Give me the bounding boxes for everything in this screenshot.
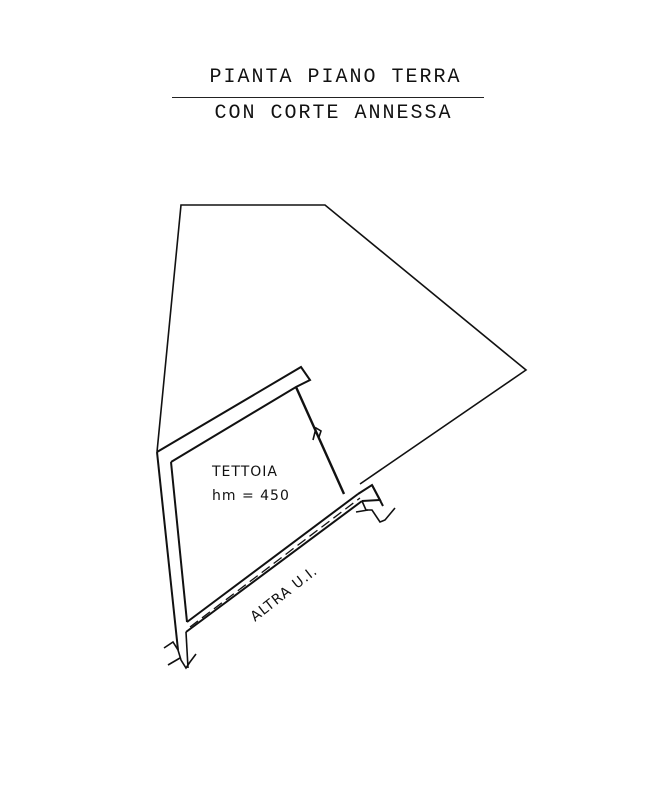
plan-title-line2: CON CORTE ANNESSA [214, 102, 453, 125]
courtyard-boundary [156, 204, 528, 485]
room-height-label: hm = 450 [212, 488, 290, 504]
title-separator-line [172, 97, 484, 98]
break-mark-left [163, 640, 197, 670]
wall-bottom-inner [186, 493, 359, 623]
wall-left-outer [156, 451, 179, 651]
wall-top [156, 365, 312, 463]
plan-title-line1: PIANTA PIANO TERRA [209, 66, 462, 89]
direction-tick-icon [312, 426, 322, 441]
wall-bottom-dashed [189, 497, 361, 628]
break-mark-right [361, 500, 396, 523]
tettoia-open-side [294, 386, 346, 495]
adjacent-unit-label: ALTRA U.I. [248, 563, 321, 625]
wall-bottom-outer [185, 500, 363, 633]
wall-left-inner [170, 461, 188, 623]
room-label: TETTOIA [211, 464, 278, 480]
